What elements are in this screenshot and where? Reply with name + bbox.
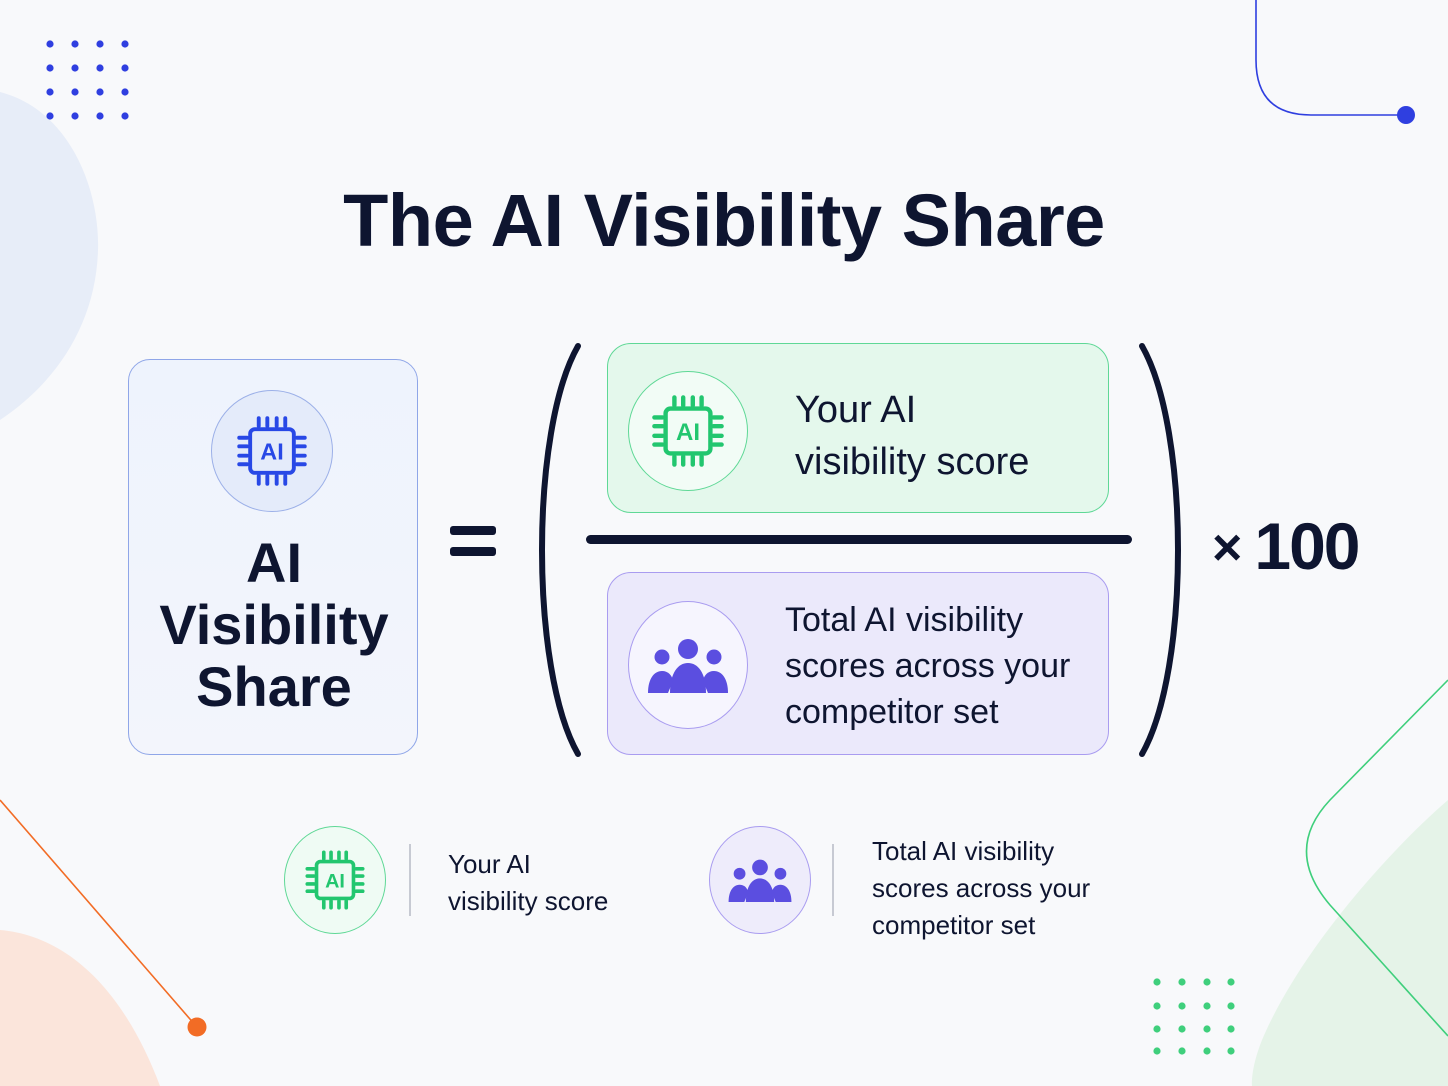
denominator-text: Total AI visibility scores across your c… — [785, 597, 1105, 735]
denominator-line-2: scores across your — [785, 647, 1071, 685]
multiplier-value: 100 — [1254, 509, 1360, 583]
legend-item-total: Total AI visibility scores across your c… — [872, 833, 1132, 944]
equals-sign — [450, 516, 498, 564]
svg-text:AI: AI — [260, 439, 283, 465]
legend-total-line-1: Total AI visibility — [872, 836, 1055, 866]
legend-group-people-icon — [709, 826, 811, 934]
numerator-line-2: visibility score — [795, 441, 1030, 483]
legend-total-line-2: scores across your — [872, 873, 1091, 903]
svg-text:AI: AI — [676, 419, 700, 446]
denominator-card: Total AI visibility scores across your c… — [607, 572, 1109, 755]
times-symbol: × — [1212, 519, 1242, 577]
group-people-icon — [628, 601, 748, 729]
multiplier: ×100 — [1212, 509, 1361, 588]
legend-total-line-3: competitor set — [872, 910, 1036, 940]
right-parenthesis — [1139, 343, 1181, 757]
label-line-2: Visibility — [159, 593, 389, 656]
numerator-card: AI Your AI visibility score — [607, 343, 1109, 513]
legend-item-score: Your AI visibility score — [448, 846, 678, 920]
ai-visibility-share-label: AI Visibility Share — [129, 532, 419, 718]
denominator-line-3: competitor set — [785, 693, 999, 731]
denominator-line-1: Total AI visibility — [785, 601, 1024, 639]
legend-score-line-2: visibility score — [448, 886, 609, 916]
legend-ai-chip-icon: AI — [284, 826, 386, 934]
legend-score-line-1: Your AI — [448, 849, 531, 879]
fraction-bar — [586, 535, 1132, 544]
ai-chip-icon: AI — [211, 390, 333, 512]
ai-visibility-share-card: AI AI Visibility Share — [128, 359, 418, 755]
page-title: The AI Visibility Share — [343, 179, 1105, 262]
label-line-3: Share — [196, 655, 352, 718]
legend-divider — [832, 844, 834, 916]
numerator-line-1: Your AI — [795, 389, 917, 431]
label-line-1: AI — [246, 531, 302, 594]
numerator-text: Your AI visibility score — [795, 384, 1095, 488]
svg-text:AI: AI — [325, 870, 345, 892]
legend-divider — [409, 844, 411, 916]
left-parenthesis — [539, 343, 581, 757]
ai-chip-icon: AI — [628, 371, 748, 491]
